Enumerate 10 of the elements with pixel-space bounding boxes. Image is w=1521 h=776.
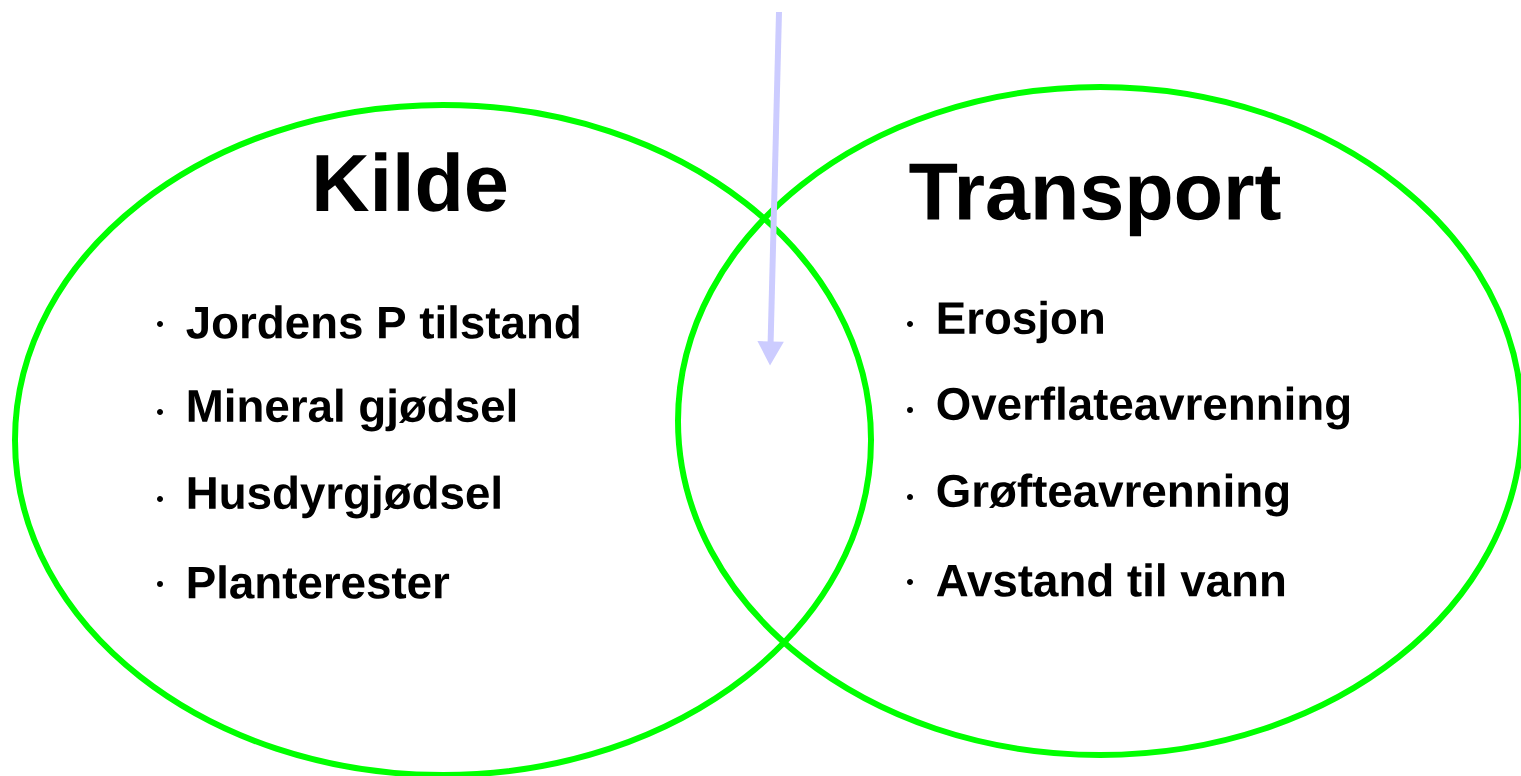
list-item: Grøfteavrenning <box>937 473 1289 517</box>
list-item: Avstand til vann <box>936 563 1285 597</box>
list-item: Planterester <box>188 565 450 599</box>
heading: Kilde <box>316 152 507 212</box>
list-item: Erosjon <box>938 300 1103 344</box>
heading: Transport <box>909 163 1281 237</box>
list-item: Overflateavrenning <box>937 386 1350 430</box>
list-item: Jordens P tilstand <box>186 305 579 339</box>
list-item: Husdyrgjødsel <box>188 475 500 519</box>
list-item: Mineral gjødsel <box>188 388 516 432</box>
